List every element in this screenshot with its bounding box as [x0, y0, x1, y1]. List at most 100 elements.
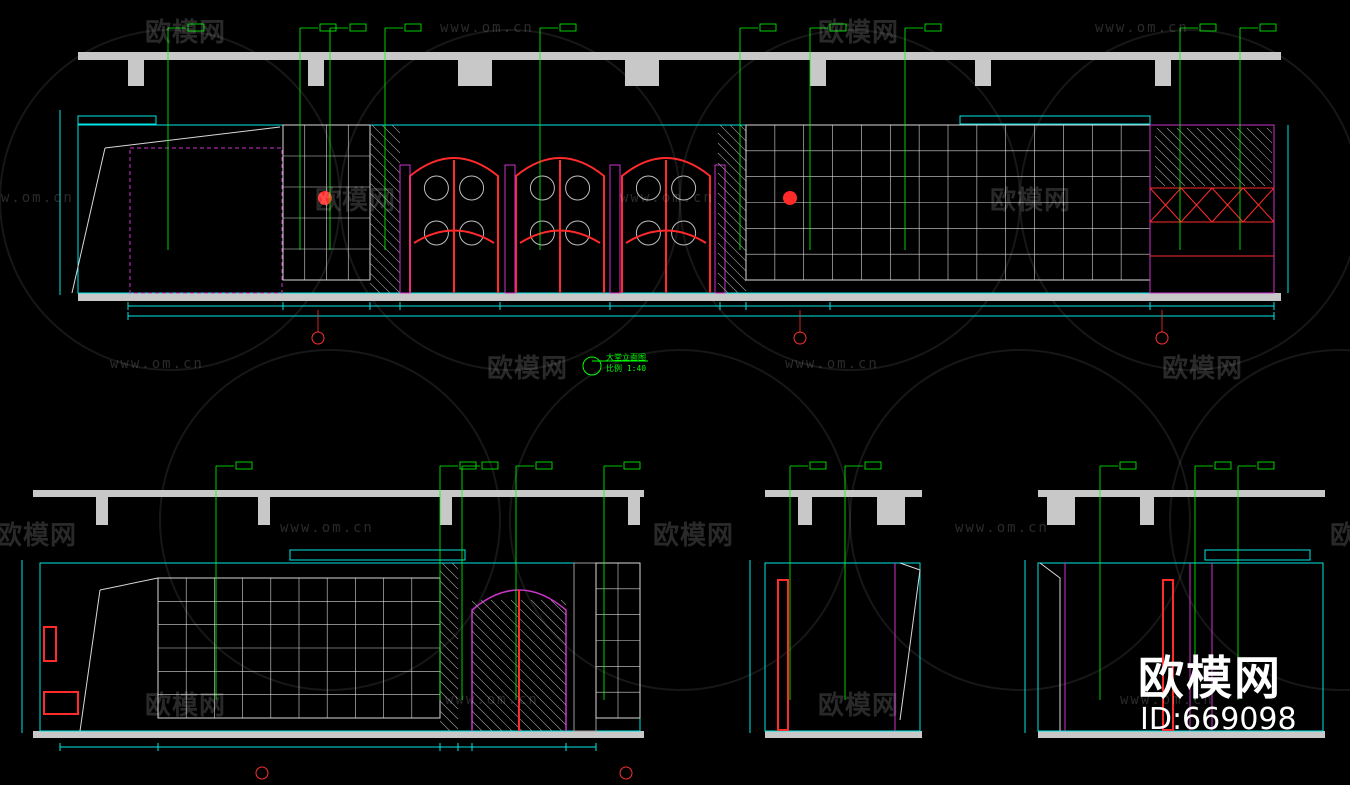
cabinet-glass	[1226, 127, 1273, 174]
watermark-url: www.om.cn	[785, 356, 879, 372]
elevation-frame	[1037, 562, 1324, 732]
door-glass	[480, 599, 567, 686]
watermark-brand: 欧模网	[145, 18, 227, 48]
annotation-leader-tag	[1257, 461, 1275, 470]
cabinet-glass	[1154, 165, 1176, 187]
entry-door-2-scroll	[529, 220, 555, 246]
annotation-leader-tag	[1199, 23, 1217, 32]
cabinet-glass	[1266, 127, 1273, 134]
hatch	[439, 720, 451, 732]
hatch	[439, 710, 459, 730]
ceiling-beam	[877, 497, 905, 525]
annotation-leader-tag	[1119, 461, 1137, 470]
watermark-circle	[339, 29, 681, 371]
wall-fixture	[43, 691, 79, 715]
cabinet-glass	[1246, 127, 1273, 154]
hatch-right	[719, 124, 747, 152]
model-id: ID:669098	[1140, 702, 1297, 737]
annotation-leader-tag	[864, 461, 882, 470]
hatch-left	[371, 124, 401, 154]
watermark-url: www.om.cn	[1120, 692, 1214, 708]
ceiling-beam	[798, 497, 812, 525]
cabinet-cross	[1242, 187, 1275, 223]
hatch-right	[739, 124, 747, 132]
brand-logo: 欧模网	[1138, 651, 1282, 705]
hatch	[439, 650, 459, 670]
door-glass	[471, 660, 543, 732]
door-glass	[471, 710, 493, 732]
door-glass	[471, 690, 513, 732]
door-glass	[471, 720, 483, 732]
entry-door-1-scroll	[459, 220, 485, 246]
hatch-right	[717, 162, 747, 192]
watermark-circle	[849, 349, 1191, 691]
annotation-leader-tag	[187, 23, 205, 32]
hatch-left	[369, 242, 401, 274]
watermark-brand: 欧模网	[0, 521, 78, 551]
hatch	[439, 670, 459, 690]
grid-marker	[311, 331, 325, 345]
side-panel	[1039, 562, 1061, 731]
door-glass	[500, 599, 567, 666]
annotation-leader-tag	[924, 23, 942, 32]
hatch-right	[717, 182, 747, 212]
annotation-leader-tag	[623, 461, 641, 470]
ceiling-beam	[810, 60, 826, 86]
hatch-right	[717, 172, 747, 202]
watermark-brand: 欧模网	[818, 18, 900, 48]
door-glass	[471, 670, 533, 732]
hatch-left	[369, 272, 391, 294]
entry-door-1-scroll	[423, 220, 449, 246]
entry-door-3-scroll	[635, 220, 661, 246]
ceiling-beam	[458, 60, 492, 86]
watermark-brand: 欧模网	[315, 186, 397, 216]
ceiling-beam	[1047, 497, 1075, 525]
watermark-url: www.om.cn	[1095, 20, 1189, 36]
watermark-brand: 欧模网	[487, 354, 569, 384]
cabinet-glass	[1166, 127, 1226, 187]
door-glass	[520, 599, 567, 646]
hatch-right	[717, 242, 747, 272]
chandelier-icon	[783, 191, 797, 205]
ceiling-beam	[258, 497, 270, 525]
watermark-url: www.om.cn	[440, 20, 534, 36]
entry-door-1	[409, 157, 499, 293]
hatch	[439, 600, 459, 620]
watermark-circle	[159, 349, 501, 691]
drawing-scale: 比例 1:40	[606, 364, 647, 373]
hatch-right	[717, 222, 747, 252]
hatch-right	[717, 212, 747, 242]
annotation-leader-tag	[235, 461, 253, 470]
ceiling-slab	[78, 52, 1281, 60]
hatch-right	[717, 142, 747, 172]
grid-marker	[1155, 331, 1169, 345]
hatch-left	[369, 252, 401, 284]
grid-marker	[255, 766, 269, 780]
entry-door-2	[515, 157, 605, 293]
light-trough	[1204, 549, 1311, 561]
ceiling-slab	[33, 490, 644, 497]
annotation-leader-tag	[349, 23, 367, 32]
floor-slab	[78, 293, 1281, 301]
cabinet-cross	[1211, 187, 1244, 223]
watermark-circle	[509, 349, 851, 691]
light-trough	[77, 115, 157, 125]
side-panel	[79, 577, 159, 732]
elevation-frame	[77, 124, 1275, 294]
entry-door-3	[621, 157, 711, 293]
cabinet-glass	[1256, 127, 1273, 144]
hatch	[439, 590, 459, 610]
hatch	[439, 680, 459, 700]
annotation-leader-tag	[535, 461, 553, 470]
chandelier-icon	[318, 191, 332, 205]
annotation-leader-tag	[1259, 23, 1277, 32]
ceiling-beam	[308, 60, 324, 86]
ceiling-slab	[765, 490, 922, 497]
door-glass	[471, 640, 563, 732]
entry-door-3-scroll	[671, 220, 697, 246]
entry-door-3-wave	[625, 229, 707, 244]
watermark-brand: 欧模网	[818, 691, 900, 721]
watermark-url: www.om.cn	[110, 356, 204, 372]
watermark-brand: 欧模网	[653, 521, 735, 551]
